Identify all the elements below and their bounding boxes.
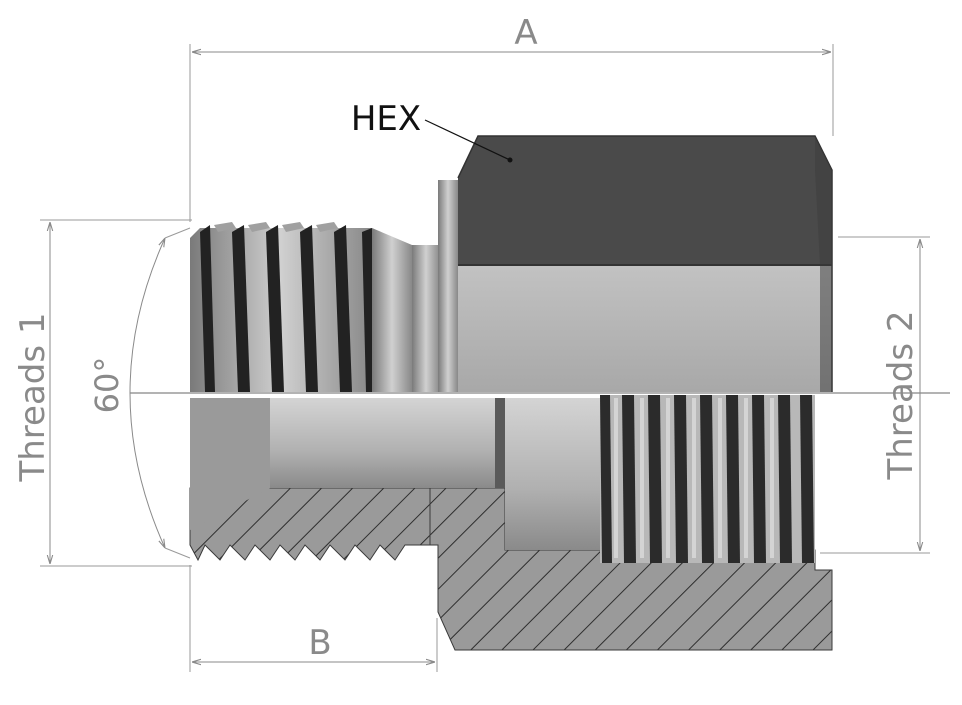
hex-body [438,135,833,392]
male-thread-end [190,222,440,392]
threads-2-label: Threads 2 [881,310,921,480]
dimension-b: B [189,565,438,672]
hex-callout: HEX [351,99,513,163]
dimension-angle: 60° [88,227,191,559]
angle-label: 60° [88,357,126,414]
dimension-a-label: A [514,13,537,53]
dimension-a: A [189,13,834,222]
section-cut-lower-half [189,395,833,651]
dimension-threads-1: Threads 1 [13,219,192,567]
hex-label: HEX [351,99,421,139]
threads-1-label: Threads 1 [13,312,53,482]
dimension-threads-2: Threads 2 [820,236,930,554]
dimension-b-label: B [308,623,331,663]
female-thread-section [600,395,815,563]
